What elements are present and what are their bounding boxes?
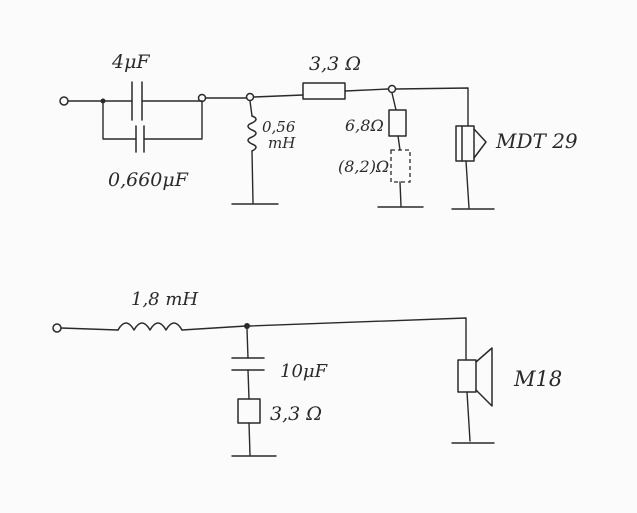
label-inductor-18mh: 1,8 mH bbox=[131, 289, 198, 310]
junction-circle bbox=[387, 84, 397, 94]
label-inductor-value: 0,56 bbox=[262, 118, 296, 136]
label-resistor-68: 6,8Ω bbox=[345, 116, 384, 135]
resistor-33-ohm bbox=[302, 82, 346, 100]
bottom-circuit: 1,8 mH 10μF 3,3 Ω M18 bbox=[52, 289, 562, 457]
input-terminal-top bbox=[59, 96, 69, 106]
speaker-cone bbox=[461, 125, 487, 162]
label-capacitor-10uf: 10μF bbox=[280, 361, 329, 382]
junction-dot bbox=[244, 323, 250, 329]
inductor-18mh bbox=[117, 322, 183, 331]
capacitor-0660uf bbox=[135, 125, 145, 153]
capacitor-10uf bbox=[231, 357, 265, 371]
label-driver-mdt29: MDT 29 bbox=[495, 129, 578, 153]
label-resistor-33: 3,3 Ω bbox=[309, 53, 361, 75]
woofer-driver bbox=[457, 359, 477, 393]
label-inductor-unit: mH bbox=[268, 134, 296, 152]
label-driver-m18: M18 bbox=[513, 367, 562, 391]
inductor-056mh bbox=[247, 115, 257, 152]
resistor-82-ohm-optional bbox=[390, 149, 411, 183]
label-resistor-33-bottom: 3,3 Ω bbox=[270, 403, 322, 425]
resistor-68-ohm bbox=[388, 109, 407, 137]
resistor-33-ohm-bottom bbox=[237, 398, 261, 424]
top-circuit: 4μF 0,660μF 0,56 mH 3,3 Ω 6,8Ω (8,2)Ω MD… bbox=[59, 51, 578, 210]
tweeter-driver bbox=[455, 125, 475, 162]
input-terminal-bottom bbox=[52, 323, 62, 333]
capacitor-4uf bbox=[131, 81, 143, 121]
label-resistor-82: (8,2)Ω bbox=[338, 157, 389, 176]
label-capacitor-0660uf: 0,660μF bbox=[108, 169, 189, 191]
speaker-cone bbox=[475, 347, 493, 407]
label-capacitor-4uf: 4μF bbox=[111, 51, 150, 73]
junction-circle bbox=[245, 92, 255, 102]
